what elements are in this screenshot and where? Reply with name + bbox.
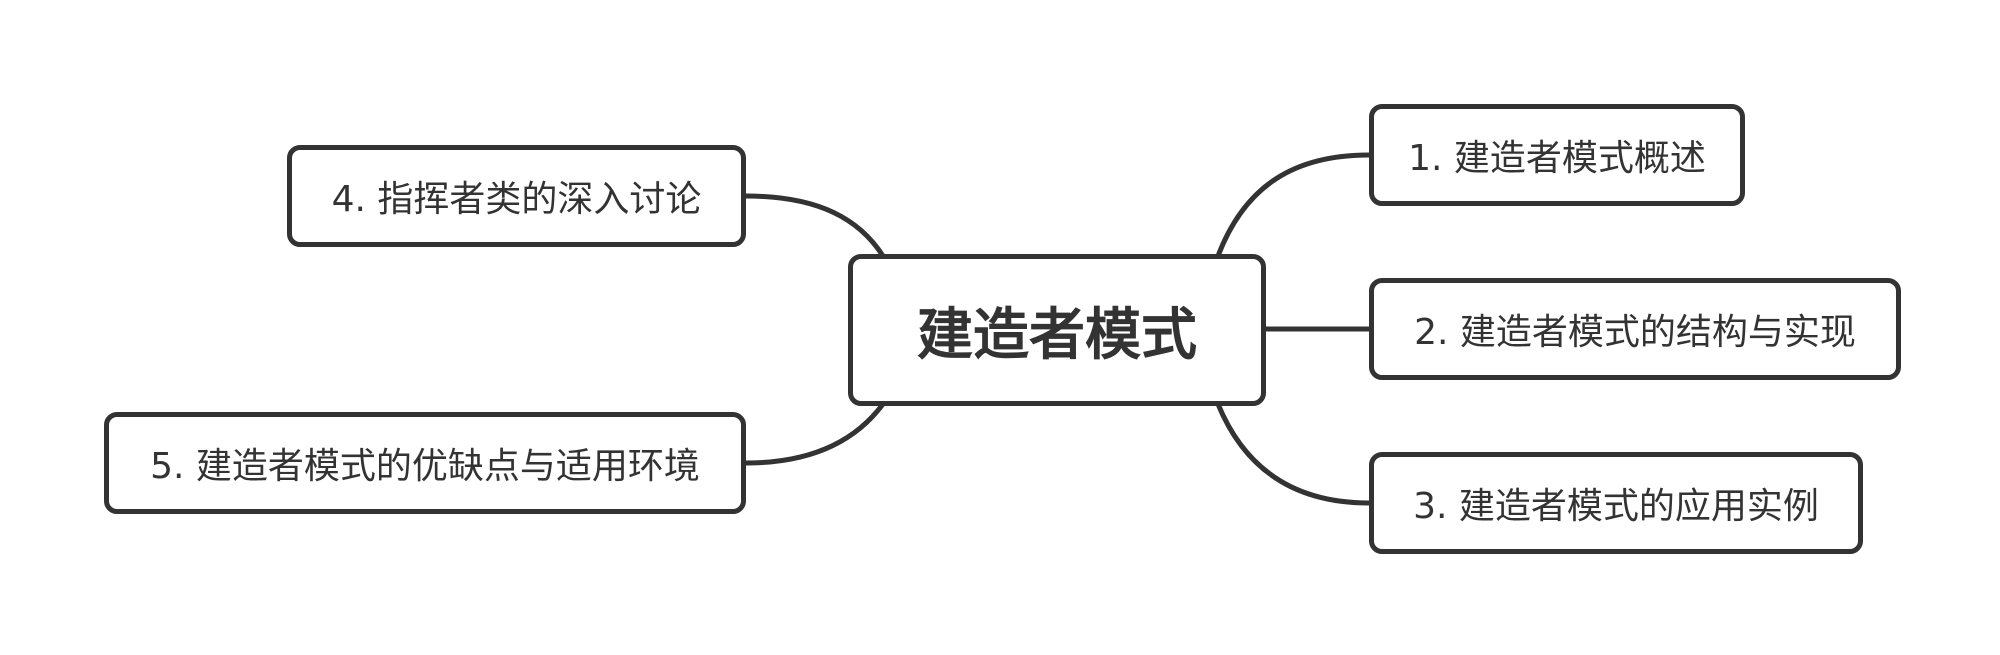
connector-center-to-b5 [745, 402, 886, 466]
connector-center-to-b3 [1215, 403, 1370, 506]
connector-center-to-b4 [745, 193, 886, 258]
topic-label: 4. 指挥者类的深入讨论 [331, 179, 702, 220]
central-topic[interactable]: 建造者模式 [848, 254, 1266, 406]
central-topic-label: 建造者模式 [917, 302, 1197, 368]
topic-node-2[interactable]: 2. 建造者模式的结构与实现 [1369, 278, 1901, 380]
topic-label: 5. 建造者模式的优缺点与适用环境 [150, 446, 700, 487]
topic-label: 3. 建造者模式的应用实例 [1413, 486, 1819, 527]
topic-node-4[interactable]: 4. 指挥者类的深入讨论 [287, 145, 746, 247]
topic-node-3[interactable]: 3. 建造者模式的应用实例 [1369, 452, 1863, 554]
topic-label: 1. 建造者模式概述 [1408, 138, 1706, 179]
topic-node-1[interactable]: 1. 建造者模式概述 [1369, 104, 1745, 206]
topic-node-5[interactable]: 5. 建造者模式的优缺点与适用环境 [104, 412, 746, 514]
connector-center-to-b1 [1215, 152, 1370, 257]
topic-label: 2. 建造者模式的结构与实现 [1414, 312, 1856, 353]
